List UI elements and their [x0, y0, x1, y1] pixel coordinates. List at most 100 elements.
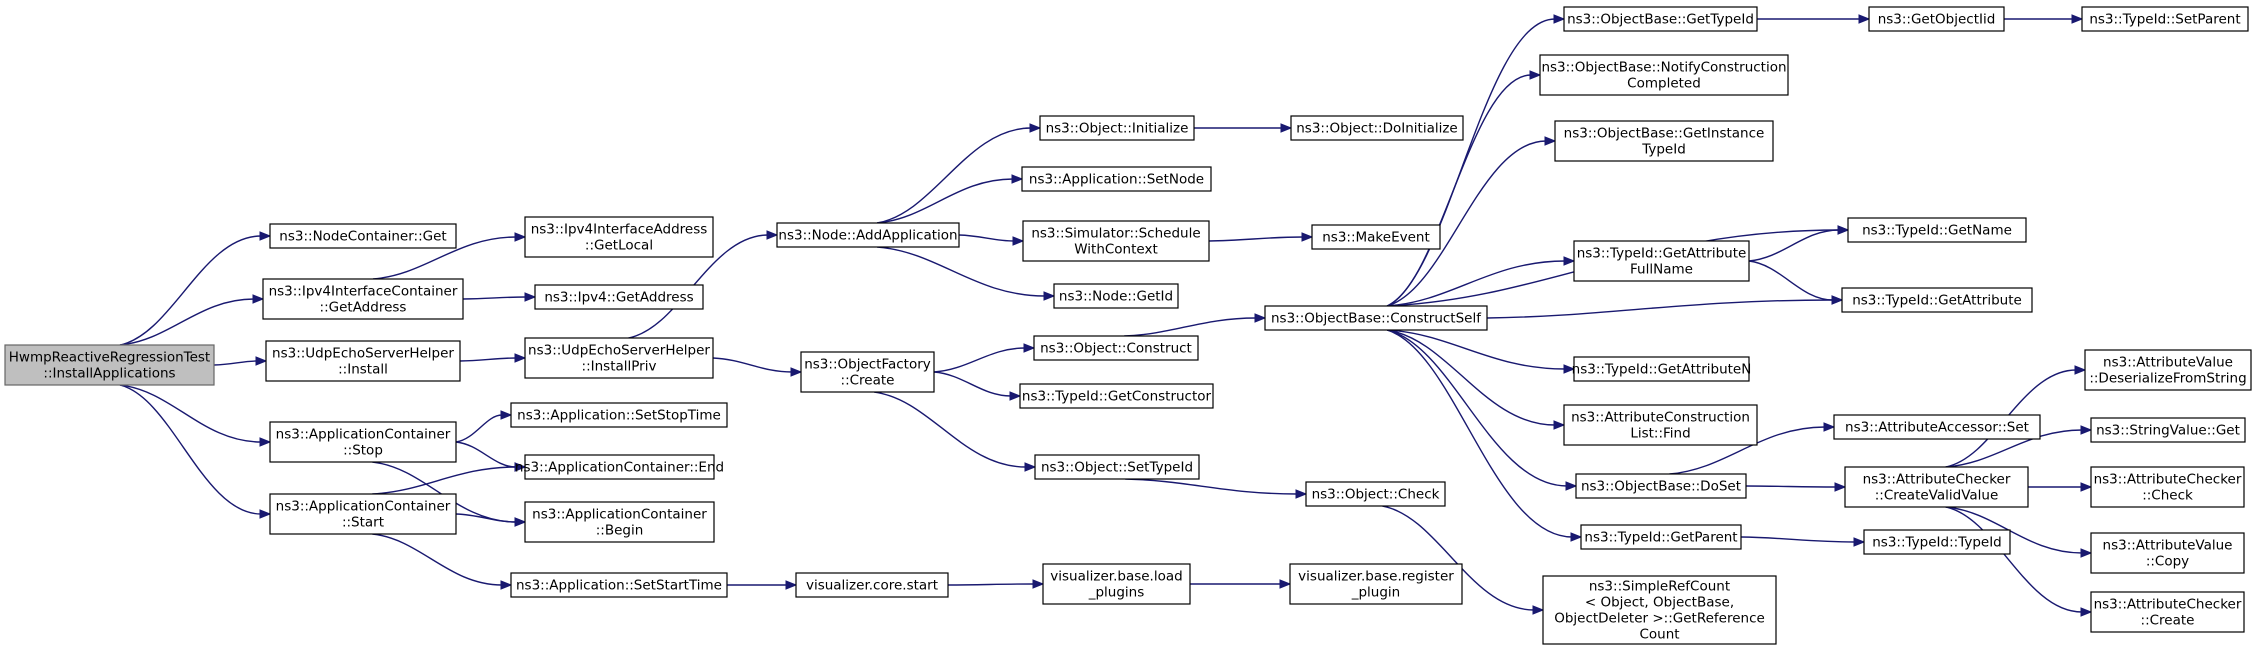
node-av-copy[interactable]: ns3::AttributeValue::Copy	[2090, 532, 2245, 574]
node-udp-installpriv[interactable]: ns3::UdpEchoServerHelper::InstallPriv	[524, 337, 714, 379]
node-box	[1573, 240, 1750, 282]
node-label-line: ::DeserializeFromString	[2089, 371, 2246, 387]
arrowhead-icon	[500, 580, 513, 590]
node-box	[1022, 220, 1210, 262]
node-tid-typeid[interactable]: ns3::TypeId::TypeId	[1863, 529, 2011, 555]
node-aa-set[interactable]: ns3::AttributeAccessor::Set	[1833, 414, 2041, 440]
node-ipv4c-getaddr[interactable]: ns3::Ipv4InterfaceContainer::GetAddress	[262, 278, 464, 320]
node-app-setstart[interactable]: ns3::Application::SetStartTime	[510, 572, 728, 598]
edge-ob-construct-to-tid-getattr	[1486, 299, 1834, 319]
node-label-line: ::Create	[2141, 613, 2195, 629]
node-obj-construct[interactable]: ns3::Object::Construct	[1033, 335, 1199, 361]
node-box	[524, 501, 715, 543]
arrowhead-icon	[2080, 548, 2093, 558]
node-of-create[interactable]: ns3::ObjectFactory::Create	[800, 351, 935, 393]
node-box	[524, 216, 714, 258]
node-box	[1033, 335, 1199, 361]
node-srefcount[interactable]: ns3::SimpleRefCount< Object, ObjectBase,…	[1542, 575, 1777, 645]
node-tid-getparent[interactable]: ns3::TypeId::GetParent	[1580, 524, 1742, 550]
node-box	[1290, 115, 1464, 141]
node-label-line: ns3::Simulator::Schedule	[1031, 226, 1200, 242]
node-ipv4-getaddr[interactable]: ns3::Ipv4::GetAddress	[534, 284, 704, 310]
node-vis-register[interactable]: visualizer.base.register_plugin	[1289, 563, 1463, 605]
node-ac-begin[interactable]: ns3::ApplicationContainer::Begin	[524, 501, 715, 543]
arrowhead-icon	[2080, 482, 2093, 492]
node-box	[1019, 383, 1214, 409]
arrowhead-icon	[2074, 365, 2087, 375]
node-av-deser[interactable]: ns3::AttributeValue::DeserializeFromStri…	[2084, 349, 2252, 391]
node-obj-check[interactable]: ns3::Object::Check	[1305, 481, 1446, 507]
node-label-line: Completed	[1627, 76, 1701, 92]
node-tid-getctor[interactable]: ns3::TypeId::GetConstructor	[1019, 383, 1214, 409]
node-makeevent[interactable]: ns3::MakeEvent	[1311, 224, 1441, 250]
node-box	[1833, 414, 2041, 440]
node-box	[776, 222, 960, 248]
node-ac-stop[interactable]: ns3::ApplicationContainer::Stop	[269, 421, 457, 463]
node-label-line: ns3::TypeId::GetName	[1862, 223, 2012, 239]
node-nc-get[interactable]: ns3::NodeContainer::Get	[269, 223, 457, 249]
node-ob-gettid[interactable]: ns3::ObjectBase::GetTypeId	[1563, 6, 1758, 32]
edge-ob-construct-to-ob-doset	[1386, 329, 1568, 487]
node-achk-check[interactable]: ns3::AttributeChecker::Check	[2090, 466, 2245, 508]
node-label-line: ns3::MakeEvent	[1322, 230, 1430, 246]
arrowhead-icon	[514, 462, 527, 472]
arrowhead-icon	[255, 356, 268, 366]
node-box	[1575, 473, 1747, 499]
node-box	[1053, 283, 1179, 309]
node-ac-createvalid[interactable]: ns3::AttributeChecker::CreateValidValue	[1844, 466, 2029, 508]
arrowhead-icon	[766, 230, 779, 240]
arrowhead-icon	[259, 509, 272, 519]
edge-ac-start-to-ac-end	[372, 466, 517, 495]
node-tid-getattr[interactable]: ns3::TypeId::GetAttribute	[1841, 287, 2033, 313]
node-ob-notify[interactable]: ns3::ObjectBase::NotifyConstructionCompl…	[1539, 54, 1789, 96]
node-label-line: ns3::StringValue::Get	[2096, 423, 2240, 439]
node-box	[1841, 287, 2033, 313]
node-tid-getname[interactable]: ns3::TypeId::GetName	[1847, 217, 2027, 243]
node-sv-get[interactable]: ns3::StringValue::Get	[2090, 417, 2246, 443]
edge-ob-construct-to-tid-getattrn	[1387, 329, 1566, 370]
node-obj-settid[interactable]: ns3::Object::SetTypeId	[1034, 454, 1200, 480]
arrowhead-icon	[1254, 313, 1267, 323]
node-app-setstop[interactable]: ns3::Application::SetStopTime	[510, 402, 728, 428]
node-label-line: ::Create	[841, 373, 895, 389]
node-getobjectiid[interactable]: ns3::GetObjectIid	[1868, 6, 2005, 32]
node-label-line: ::Check	[2142, 488, 2193, 504]
node-ac-start[interactable]: ns3::ApplicationContainer::Start	[269, 493, 457, 535]
node-node-addapp[interactable]: ns3::Node::AddApplication	[776, 222, 960, 248]
node-root[interactable]: HwmpReactiveRegressionTest::InstallAppli…	[4, 344, 215, 386]
node-label-line: ns3::TypeId::GetConstructor	[1022, 389, 1212, 405]
node-udp-install[interactable]: ns3::UdpEchoServerHelper::Install	[265, 340, 461, 382]
node-box	[269, 223, 457, 249]
node-tid-setparent[interactable]: ns3::TypeId::SetParent	[2081, 6, 2249, 32]
node-node-getid[interactable]: ns3::Node::GetId	[1053, 283, 1179, 309]
arrowhead-icon	[514, 232, 527, 242]
arrowhead-icon	[259, 231, 272, 241]
node-ipv4ia-getlocal[interactable]: ns3::Ipv4InterfaceAddress::GetLocal	[524, 216, 714, 258]
node-achk-create[interactable]: ns3::AttributeChecker::Create	[2090, 591, 2245, 633]
nodes-layer: HwmpReactiveRegressionTest::InstallAppli…	[4, 6, 2252, 645]
node-label-line: ::GetLocal	[585, 238, 653, 254]
edge-udp-installpriv-to-of-create	[712, 357, 793, 373]
arrowhead-icon	[1023, 343, 1036, 353]
node-label-line: ns3::ObjectBase::GetTypeId	[1567, 12, 1754, 28]
edge-udp-installpriv-to-node-addapp	[628, 234, 769, 339]
node-tid-getattrn[interactable]: ns3::TypeId::GetAttributeN	[1572, 356, 1752, 382]
arrowhead-icon	[1544, 136, 1557, 146]
node-vis-load[interactable]: visualizer.base.load_plugins	[1042, 563, 1191, 605]
edge-ob-doset-to-aa-set	[1669, 426, 1826, 475]
node-ac-end[interactable]: ns3::ApplicationContainer::End	[515, 454, 724, 480]
node-label-line: visualizer.base.load	[1050, 569, 1182, 585]
node-obj-init[interactable]: ns3::Object::Initialize	[1039, 115, 1195, 141]
arrowhead-icon	[1563, 256, 1576, 266]
node-ob-construct[interactable]: ns3::ObjectBase::ConstructSelf	[1264, 305, 1488, 331]
node-box	[269, 493, 457, 535]
node-ob-doset[interactable]: ns3::ObjectBase::DoSet	[1575, 473, 1747, 499]
node-vis-start[interactable]: visualizer.core.start	[795, 572, 949, 598]
node-label-line: ns3::ObjectBase::NotifyConstruction	[1541, 60, 1786, 76]
node-obj-doinit[interactable]: ns3::Object::DoInitialize	[1290, 115, 1464, 141]
node-app-setnode[interactable]: ns3::Application::SetNode	[1021, 166, 1212, 192]
